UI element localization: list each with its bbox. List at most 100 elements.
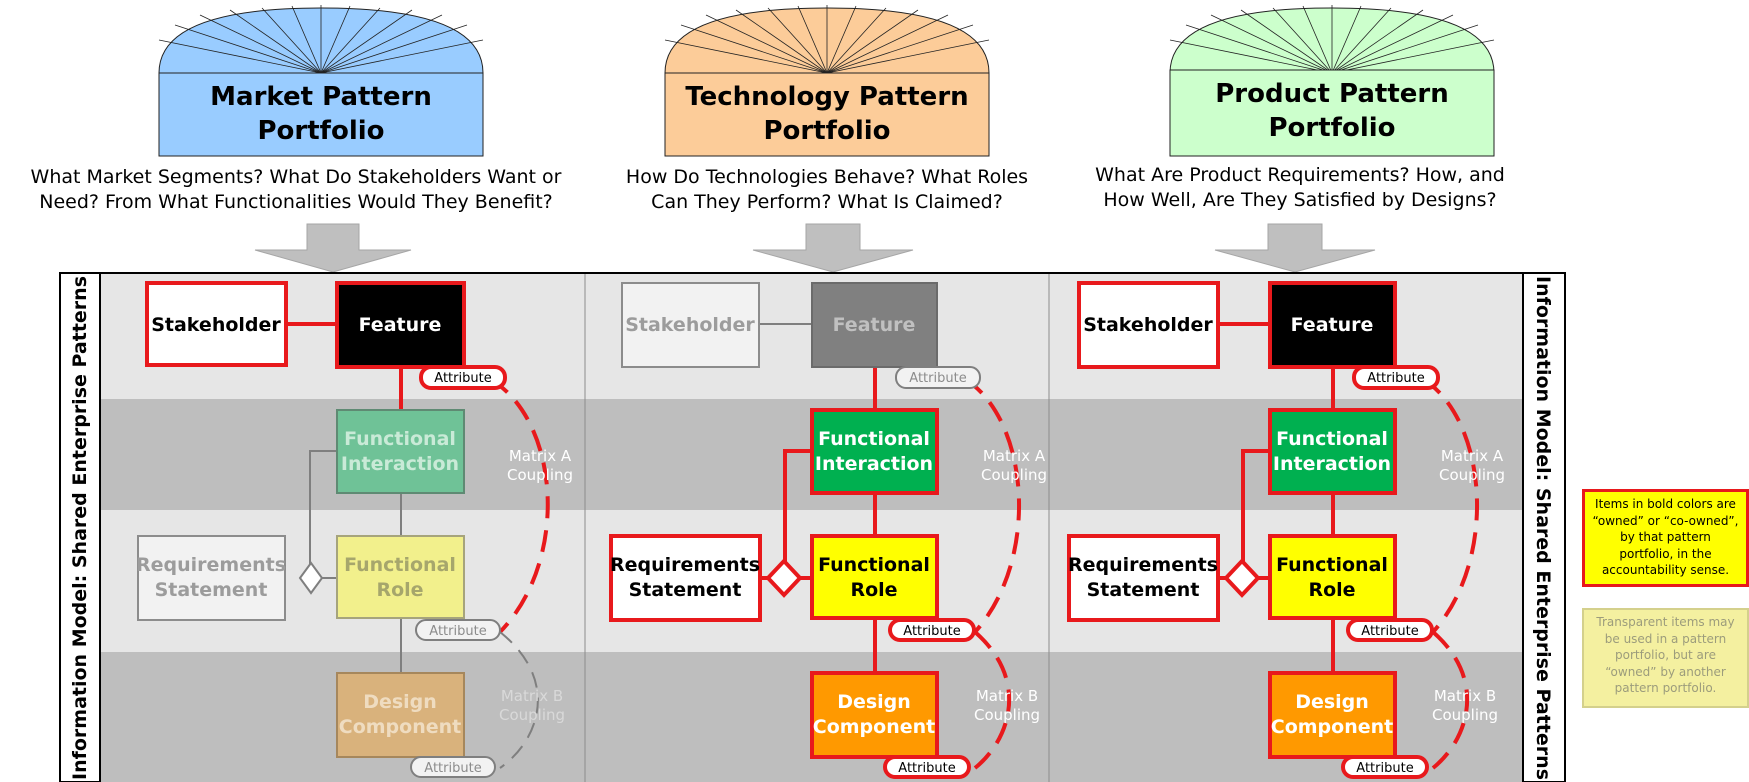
market-column: Stakeholder Feature Attribute Functional… — [136, 281, 573, 778]
functional-role-label-2: Role — [1308, 579, 1355, 601]
dome-ribs — [664, 5, 990, 73]
functional-role-label-2: Role — [850, 579, 897, 601]
design-component-label-1: Design — [363, 691, 437, 713]
technology-question-line1: How Do Technologies Behave? What Roles — [626, 166, 1028, 188]
attribute-label: Attribute — [1361, 624, 1418, 639]
design-component-label-2: Component — [1271, 716, 1393, 738]
design-component-box — [810, 671, 939, 759]
requirements-statement-box — [1067, 534, 1220, 622]
legend-line: “owned” or “co-owned”, — [1592, 513, 1739, 528]
matrix-a-label-2: Coupling — [1439, 466, 1505, 484]
stakeholder-box — [621, 282, 760, 368]
design-component-label-2: Component — [339, 716, 461, 738]
matrix-a-label-1: Matrix A — [509, 447, 572, 465]
technology-column: Stakeholder Feature Attribute Functional… — [609, 282, 1047, 779]
feature-box — [1268, 281, 1397, 369]
attribute-pill — [883, 755, 971, 779]
stakeholder-box — [145, 281, 288, 367]
attribute-pill — [410, 756, 496, 778]
attribute-label: Attribute — [1367, 371, 1424, 386]
header-body — [1169, 69, 1495, 157]
composition-diamond — [298, 561, 324, 595]
matrix-b-label-2: Coupling — [499, 706, 565, 724]
matrix-b-label-1: Matrix B — [1434, 687, 1496, 705]
requirements-statement-label-1: Requirements — [610, 554, 760, 576]
portfolio-title-line1: Technology Pattern — [685, 82, 968, 112]
technology-question-line2: Can They Perform? What Is Claimed? — [651, 191, 1003, 213]
design-component-label-1: Design — [1295, 691, 1369, 713]
functional-interaction-label-1: Functional — [344, 428, 456, 450]
market-down-arrow — [254, 223, 412, 273]
left-side-label: Information Model: Shared Enterprise Pat… — [69, 276, 91, 780]
requirements-statement-label-1: Requirements — [1068, 554, 1218, 576]
attribute-pill — [1346, 618, 1434, 642]
matrix-b-label-1: Matrix B — [501, 687, 563, 705]
functional-role-box — [336, 535, 465, 619]
matrix-b-label-2: Coupling — [1432, 706, 1498, 724]
design-component-label-2: Component — [813, 716, 935, 738]
matrix-a-label-1: Matrix A — [1441, 447, 1504, 465]
legend-line: be used in a pattern — [1604, 631, 1727, 646]
attribute-label: Attribute — [1356, 761, 1413, 776]
portfolio-title-line1: Product Pattern — [1215, 79, 1448, 109]
portfolio-title-line2: Portfolio — [763, 116, 890, 146]
matrix-a-label-2: Coupling — [507, 466, 573, 484]
legend-line: by that pattern — [1620, 530, 1711, 544]
design-component-label-1: Design — [837, 691, 911, 713]
legend-transparent-note: Transparent items may be used in a patte… — [1582, 608, 1749, 708]
attribute-pill — [895, 366, 981, 389]
feature-box — [811, 282, 938, 368]
legend-line: portfolio, in the — [1619, 546, 1712, 561]
legend-line: portfolio, but are — [1615, 648, 1716, 662]
right-label-strip — [1522, 272, 1566, 782]
matrix-a-label-2: Coupling — [981, 466, 1047, 484]
legend-line: Items in bold colors are — [1595, 497, 1736, 511]
feature-label: Feature — [359, 314, 442, 336]
product-portfolio-header: Product Pattern Portfolio — [1169, 5, 1495, 157]
right-side-label: Information Model: Shared Enterprise Pat… — [1532, 276, 1554, 780]
dome-ribs — [1169, 5, 1495, 73]
product-question-line1: What Are Product Requirements? How, and — [1095, 164, 1505, 186]
attribute-pill — [1352, 365, 1440, 390]
requirements-statement-box — [137, 535, 286, 621]
portfolio-title-line2: Portfolio — [257, 116, 384, 146]
technology-portfolio-header: Technology Pattern Portfolio — [664, 5, 990, 157]
attribute-label: Attribute — [434, 371, 491, 386]
functional-interaction-label-1: Functional — [818, 428, 930, 450]
legend-line: pattern portfolio. — [1614, 681, 1717, 695]
requirements-statement-label-2: Statement — [1087, 579, 1200, 601]
functional-interaction-box — [336, 409, 465, 494]
design-component-box — [336, 672, 465, 758]
stakeholder-label: Stakeholder — [151, 314, 281, 336]
attribute-label: Attribute — [903, 624, 960, 639]
attribute-label: Attribute — [898, 761, 955, 776]
functional-role-box — [810, 534, 939, 620]
functional-interaction-label-2: Interaction — [1273, 453, 1391, 475]
header-body — [158, 72, 484, 157]
product-column: Stakeholder Feature Attribute Functional… — [1067, 281, 1505, 779]
dome-ribs — [158, 5, 484, 73]
functional-interaction-label-2: Interaction — [341, 453, 459, 475]
feature-label: Feature — [1291, 314, 1374, 336]
market-question-line2: Need? From What Functionalities Would Th… — [39, 191, 553, 213]
matrix-b-label-2: Coupling — [974, 706, 1040, 724]
requirements-statement-box — [609, 534, 762, 622]
functional-interaction-box — [810, 408, 939, 495]
attribute-label: Attribute — [424, 761, 481, 776]
legend-line: accountability sense. — [1601, 563, 1730, 577]
legend-owned-note: Items in bold colors are “owned” or “co-… — [1582, 489, 1749, 587]
market-question-line1: What Market Segments? What Do Stakeholde… — [31, 166, 562, 188]
feature-label: Feature — [833, 314, 916, 336]
product-question-line2: How Well, Are They Satisfied by Designs? — [1103, 189, 1496, 211]
composition-diamond — [1223, 558, 1261, 598]
technology-down-arrow — [752, 223, 914, 273]
matrix-b-label-1: Matrix B — [976, 687, 1038, 705]
functional-role-label-2: Role — [376, 579, 423, 601]
functional-role-label-1: Functional — [344, 554, 456, 576]
feature-box — [335, 281, 466, 369]
design-component-box — [1268, 671, 1397, 759]
legend-line: Transparent items may — [1596, 615, 1735, 629]
functional-role-label-1: Functional — [1276, 554, 1388, 576]
